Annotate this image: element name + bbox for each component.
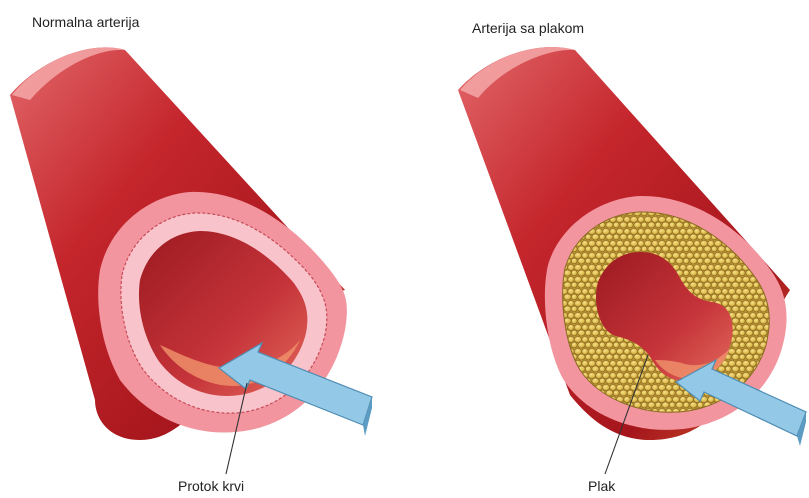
normal-artery-title: Normalna arterija [32,14,139,30]
plaque-label: Plak [588,478,615,494]
blood-flow-label: Protok krvi [178,478,244,494]
normal-artery [10,47,372,440]
plaque-artery-title: Arterija sa plakom [472,20,584,36]
plaque-artery [458,47,806,446]
